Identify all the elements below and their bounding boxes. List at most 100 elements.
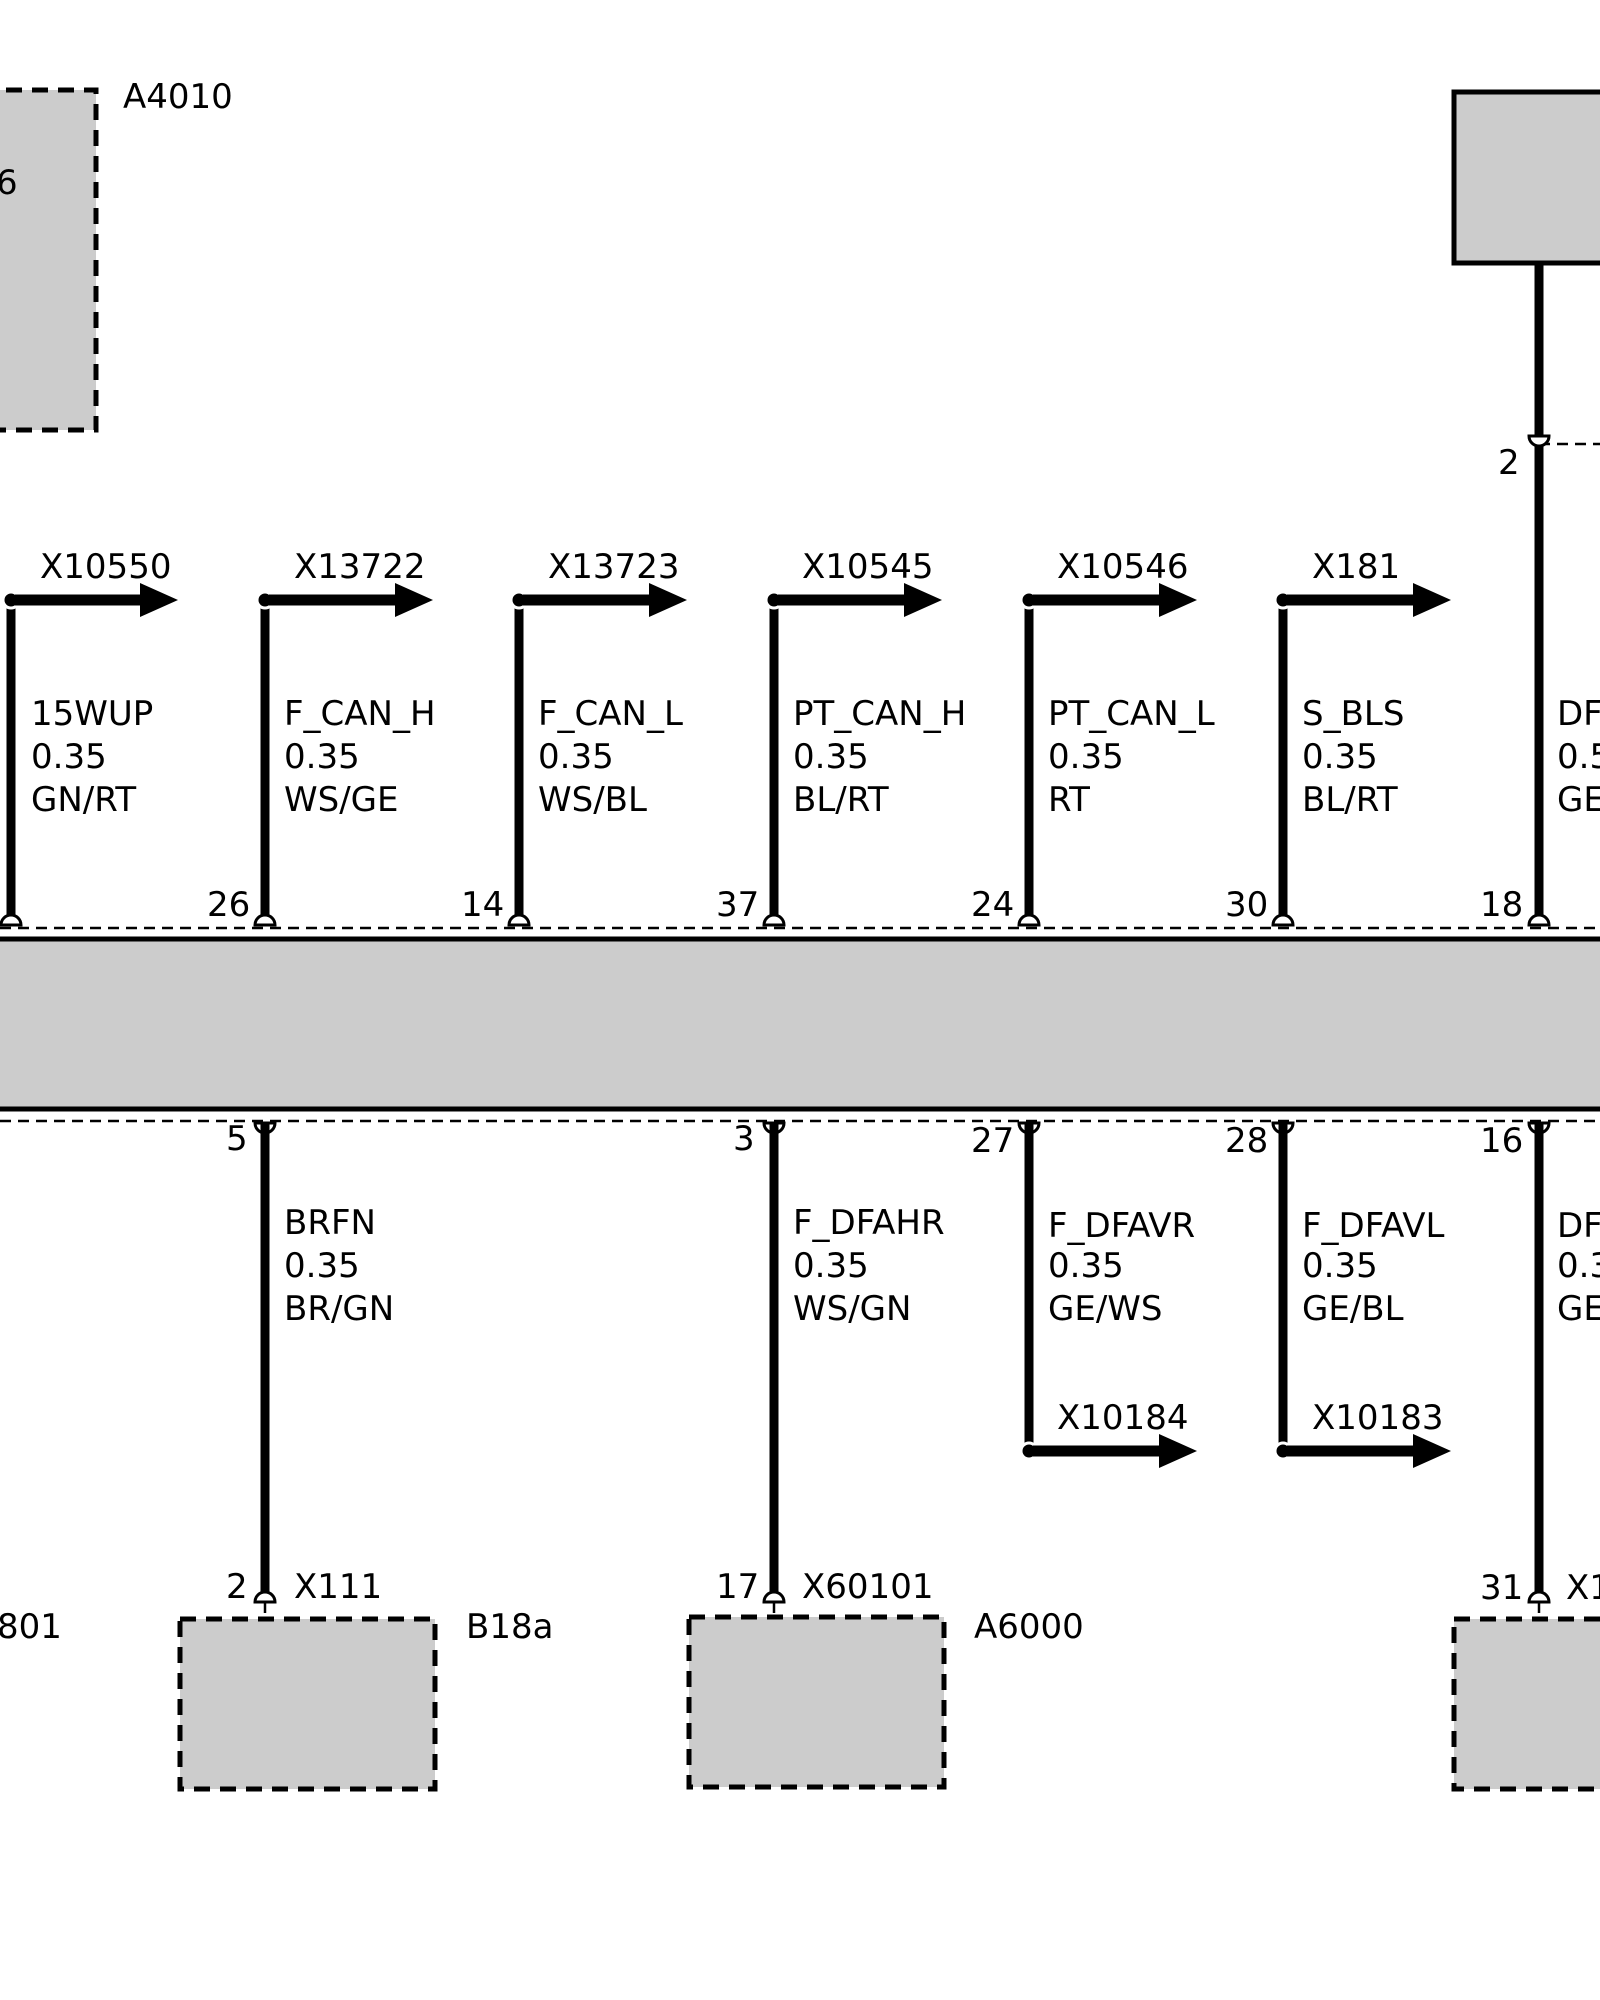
signal-label: 15WUP [31,694,153,734]
arrow-head-icon [1159,583,1197,617]
component-a4010-pin: 6 [0,163,18,203]
size-label: 0.35 [793,1246,869,1286]
top-right-pin-label: 2 [1498,443,1520,483]
size-label: 0.35 [793,737,869,777]
signal-label: F_DFAHR [793,1203,945,1243]
color-label: WS/GE [284,780,398,820]
connector-label: X10184 [1057,1398,1188,1438]
component-a6000-label: A6000 [974,1607,1084,1647]
size-label: 0.35 [1302,737,1378,777]
color-label: BL/RT [793,780,889,820]
pin-cup [0,913,23,927]
component-bottom-left-label: 801 [0,1607,62,1647]
connector-label: X10550 [40,547,171,587]
arrow-head-icon [140,583,178,617]
main-control-unit [0,936,1600,1112]
end-pin-label: 17 [716,1567,759,1607]
pin-label: 18 [1480,885,1523,925]
color-label: GN/RT [31,780,136,820]
top-wire-pt-can-h: X10545 PT_CAN_H 0.35 BL/RT 37 [716,547,966,927]
arrow-head-icon [904,583,942,617]
component-b18a [177,1616,438,1792]
end-connector-label: X60101 [802,1567,933,1607]
pin-cup [1271,913,1295,927]
pin-label: 30 [1225,885,1268,925]
arrow-head-icon [1413,1434,1451,1468]
connector-label: X10545 [802,547,933,587]
end-pin-label: 2 [226,1567,248,1607]
bottom-wire-f-dfavl: 28 F_DFAVL 0.35 GE/BL X10183 [1225,1121,1451,1468]
color-label: GE/WS [1048,1289,1162,1329]
pin-label: 37 [716,885,759,925]
pin-cup [253,1590,277,1604]
color-label: GE [1557,1289,1600,1329]
signal-label: F_CAN_L [538,694,683,734]
size-label: 0.5 [1557,737,1600,777]
signal-label: PT_CAN_H [793,694,966,734]
arrow-head-icon [395,583,433,617]
signal-label: DF [1557,1206,1600,1246]
component-top-right [1451,89,1600,266]
color-label: WS/GN [793,1289,911,1329]
color-label: GE/BL [1302,1289,1404,1329]
size-label: 0.35 [31,737,107,777]
size-label: 0.35 [284,737,360,777]
color-label: WS/BL [538,780,647,820]
color-label: BL/RT [1302,780,1398,820]
pin-label: 28 [1225,1121,1268,1161]
pin-label: 27 [971,1121,1014,1161]
top-wire-s-bls: X181 S_BLS 0.35 BL/RT 30 [1225,547,1451,927]
connector-label: X10546 [1057,547,1188,587]
component-a4010-label: A4010 [123,77,233,117]
arrow-head-icon [1159,1434,1197,1468]
size-label: 0.35 [1048,1246,1124,1286]
component-a4010 [0,87,99,433]
pin-label: 3 [733,1119,755,1159]
pin-label: 24 [971,885,1014,925]
pin-cup [1527,913,1551,927]
pin-label: 5 [226,1119,248,1159]
pin-label: 14 [461,885,504,925]
pin-cup-top-right [1527,434,1551,448]
signal-label: F_CAN_H [284,694,436,734]
color-label: RT [1048,780,1090,820]
bottom-wire-brfn: 5 BRFN 0.35 BR/GN 2 X111 [226,1119,394,1620]
signal-label: PT_CAN_L [1048,694,1215,734]
bottom-wire-df: 16 DF 0.3 GE 31 X1 [1480,1121,1600,1618]
top-wire-f-can-l: X13723 F_CAN_L 0.35 WS/BL 14 [461,547,687,927]
top-wire-pt-can-l: X10546 PT_CAN_L 0.35 RT 24 [971,547,1215,927]
top-wire-df: DF 0.5 GE 18 [1480,446,1600,927]
end-connector-label: X1 [1566,1568,1600,1608]
component-b18a-label: B18a [466,1607,553,1647]
connector-label: X10183 [1312,1398,1443,1438]
pin-label: 26 [207,885,250,925]
pin-label: 16 [1480,1121,1523,1161]
top-wire-15wup: X10550 15WUP 0.35 GN/RT [0,547,178,927]
pin-cup [507,913,531,927]
top-wire-f-can-h: X13722 F_CAN_H 0.35 WS/GE 26 [207,547,436,927]
signal-label: F_DFAVR [1048,1206,1195,1246]
pin-cup [762,1590,786,1604]
arrow-head-icon [1413,583,1451,617]
bottom-wire-f-dfahr: 3 F_DFAHR 0.35 WS/GN 17 X60101 [716,1119,945,1618]
component-a6000 [686,1614,947,1790]
size-label: 0.35 [284,1246,360,1286]
connector-label: X181 [1312,547,1400,587]
color-label: BR/GN [284,1289,394,1329]
arrow-head-icon [649,583,687,617]
signal-label: F_DFAVL [1302,1206,1445,1246]
size-label: 0.3 [1557,1246,1600,1286]
connector-label: X13723 [548,547,679,587]
color-label: GE [1557,780,1600,820]
size-label: 0.35 [538,737,614,777]
size-label: 0.35 [1048,737,1124,777]
signal-label: S_BLS [1302,694,1404,734]
connector-label: X13722 [294,547,425,587]
signal-label: DF [1557,694,1600,734]
bottom-wire-f-dfavr: 27 F_DFAVR 0.35 GE/WS X10184 [971,1121,1197,1468]
pin-cup [1017,913,1041,927]
pin-cup [1527,1590,1551,1604]
component-bottom-right [1451,1616,1600,1792]
size-label: 0.35 [1302,1246,1378,1286]
